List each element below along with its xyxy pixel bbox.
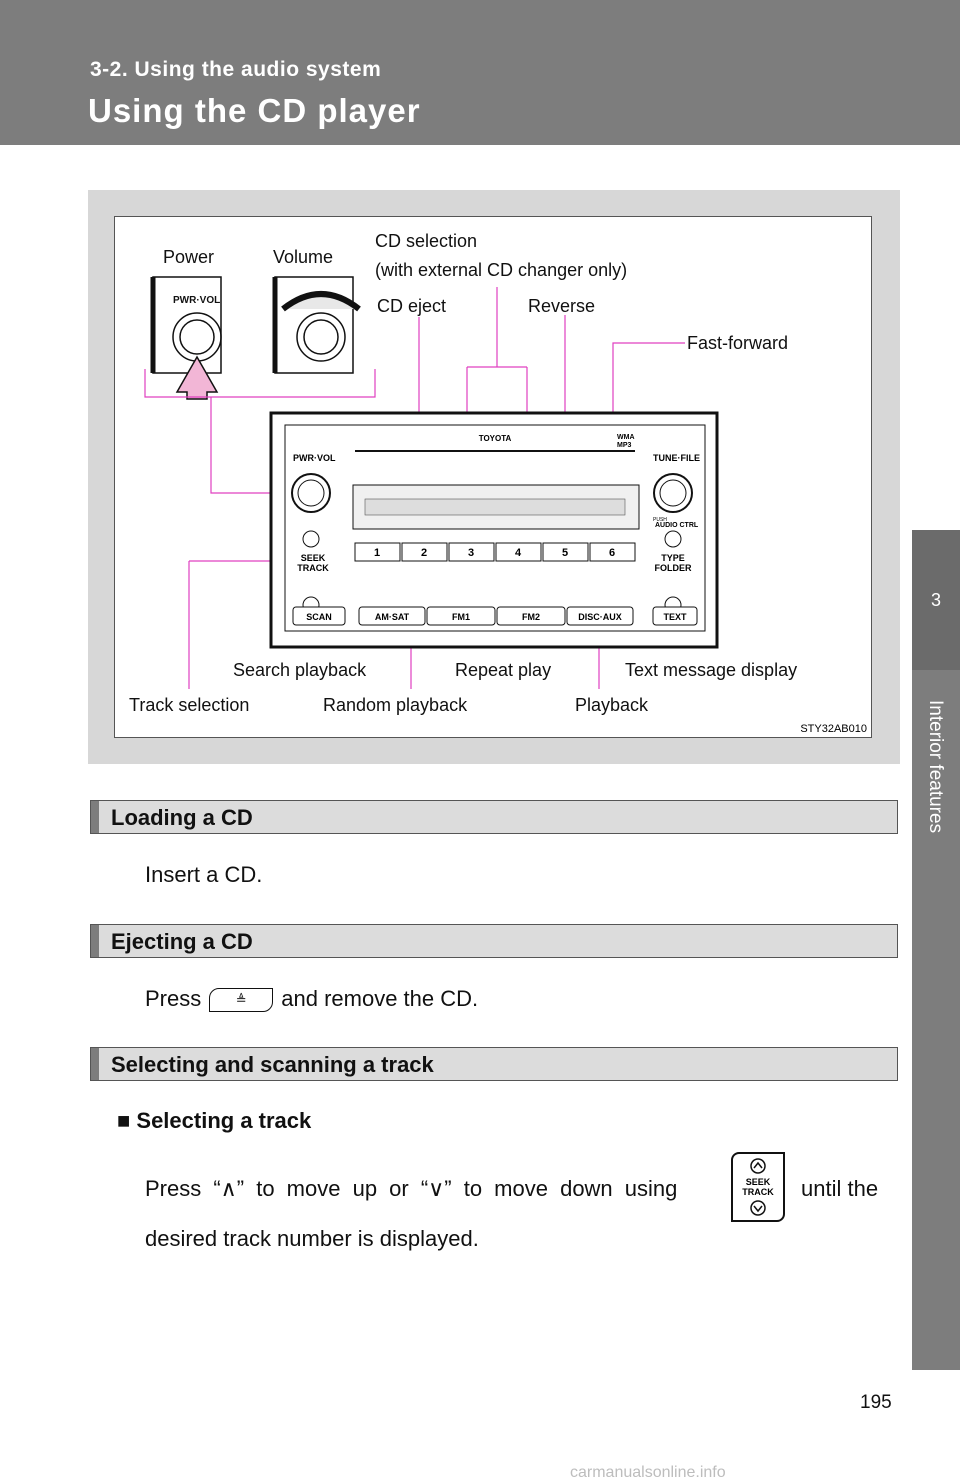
callout-fast-forward: Fast-forward: [687, 333, 789, 353]
bottom-button-label-1: AM·SAT: [375, 612, 410, 622]
unit-wma: WMA: [617, 434, 635, 441]
inset-pwr-vol-label: PWR·VOL: [173, 295, 220, 306]
ejecting-text-before: Press: [145, 986, 202, 1011]
preset-button-3: [448, 542, 495, 562]
section-ejecting-text: Press ≜ and remove the CD.: [145, 986, 479, 1013]
section-selecting-heading: Selecting and scanning a track: [90, 1047, 898, 1081]
bottom-buttons: SCAN AM·SAT FM1 FM2 DISC·AUX TEXT: [292, 606, 698, 626]
section-label: 3-2. Using the audio system: [90, 58, 382, 81]
page-number: 195: [860, 1392, 892, 1413]
bottom-button-4: [566, 606, 634, 626]
audio-head-unit: TOYOTA WMA MP3 PWR·VOL TUNE·FILE PUSH AU…: [269, 411, 719, 649]
power-knob-inset: PWR·VOL: [150, 276, 222, 400]
bottom-button-2: [426, 606, 496, 626]
unit-folder: FOLDER: [655, 563, 692, 573]
preset-button-4: [495, 542, 542, 562]
selecting-text-line2: desired track number is displayed.: [145, 1226, 479, 1251]
figure-id: STY32AB010: [800, 723, 867, 735]
preset-buttons: 1 2 3 4 5 6: [354, 542, 636, 562]
seek-key-label: SEEK: [746, 1177, 771, 1187]
preset-label-3: 3: [468, 547, 474, 559]
bottom-button-label-0: SCAN: [306, 612, 332, 622]
volume-knob-inset: [272, 276, 361, 374]
callout-cd-selection: CD selection: [375, 231, 478, 251]
unit-brand: TOYOTA: [479, 434, 512, 443]
preset-label-5: 5: [562, 547, 568, 559]
watermark: carmanualsonline.info: [570, 1464, 726, 1481]
eject-key-icon: ≜: [209, 988, 274, 1013]
preset-button-5: [542, 542, 589, 562]
unit-push: PUSH: [653, 517, 667, 523]
bottom-button-label-4: DISC·AUX: [578, 612, 622, 622]
preset-label-6: 6: [609, 547, 615, 559]
callout-power: Power: [163, 247, 215, 267]
preset-label-1: 1: [374, 547, 380, 559]
section-loading-text: Insert a CD.: [145, 862, 263, 887]
callout-text-message-display: Text message display: [625, 660, 798, 680]
bottom-button-1: [358, 606, 426, 626]
callout-track-selection: Track selection: [129, 695, 250, 715]
unit-track: TRACK: [297, 563, 329, 573]
callout-playback: Playback: [575, 695, 649, 715]
section-ejecting-heading: Ejecting a CD: [90, 924, 898, 958]
preset-label-4: 4: [515, 547, 522, 559]
callout-volume: Volume: [273, 247, 334, 267]
page-header: 3-2. Using the audio system Using the CD…: [0, 0, 960, 145]
callout-reverse: Reverse: [528, 296, 596, 316]
chapter-tab: 3 Interior features: [912, 530, 960, 1370]
unit-seek: SEEK: [301, 553, 326, 563]
bottom-button-label-3: FM2: [522, 612, 540, 622]
unit-type: TYPE: [661, 553, 685, 563]
callout-random-playback: Random playback: [323, 695, 468, 715]
figure-illustration: PWR·VOL: [144, 276, 867, 735]
unit-mp3: MP3: [617, 442, 632, 449]
preset-button-2: [401, 542, 448, 562]
section-loading-title: Loading a CD: [111, 805, 253, 830]
ejecting-text-after: and remove the CD.: [281, 986, 479, 1011]
seek-track-key-icon: SEEK TRACK: [731, 1152, 785, 1222]
callout-repeat-play: Repeat play: [455, 660, 552, 680]
section-loading-heading: Loading a CD: [90, 800, 898, 834]
page-title: Using the CD player: [88, 92, 421, 129]
chapter-label: Interior features: [925, 700, 946, 834]
bottom-button-label-2: FM1: [452, 612, 470, 622]
unit-audio-ctrl: AUDIO CTRL: [655, 522, 699, 529]
bottom-button-0: [292, 606, 346, 626]
bottom-button-5: [652, 606, 698, 626]
unit-pwr-vol: PWR·VOL: [293, 453, 336, 463]
bottom-button-label-5: TEXT: [663, 612, 687, 622]
preset-button-1: [354, 542, 401, 562]
track-key-label: TRACK: [742, 1187, 774, 1197]
subhead-selecting-track: ■ Selecting a track: [117, 1108, 312, 1133]
selecting-text-line1: Press “∧” to move up or “∨” to move down…: [145, 1176, 678, 1201]
chapter-number: 3: [912, 530, 960, 670]
section-ejecting-title: Ejecting a CD: [111, 929, 253, 954]
unit-tune-file: TUNE·FILE: [653, 453, 700, 463]
preset-label-2: 2: [421, 547, 427, 559]
preset-button-6: [589, 542, 636, 562]
figure-frame: PWR·VOL: [114, 216, 872, 738]
callout-search-playback: Search playback: [233, 660, 367, 680]
bottom-button-3: [496, 606, 566, 626]
cd-player-figure: PWR·VOL: [88, 190, 900, 764]
callout-cd-eject: CD eject: [377, 296, 447, 316]
selecting-text-line1-end: until the: [801, 1176, 879, 1201]
callout-cd-selection-note: (with external CD changer only): [375, 260, 628, 280]
section-selecting-title: Selecting and scanning a track: [111, 1052, 434, 1077]
